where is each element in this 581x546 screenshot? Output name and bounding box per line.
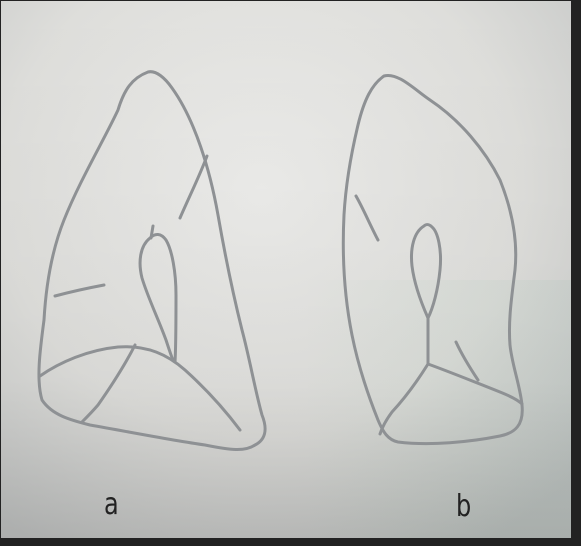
panel-a-lobe-stem — [151, 226, 153, 238]
panel-a-label: a — [104, 490, 119, 520]
panel-b-label: b — [456, 492, 471, 522]
paper-right-shade — [300, 280, 581, 546]
